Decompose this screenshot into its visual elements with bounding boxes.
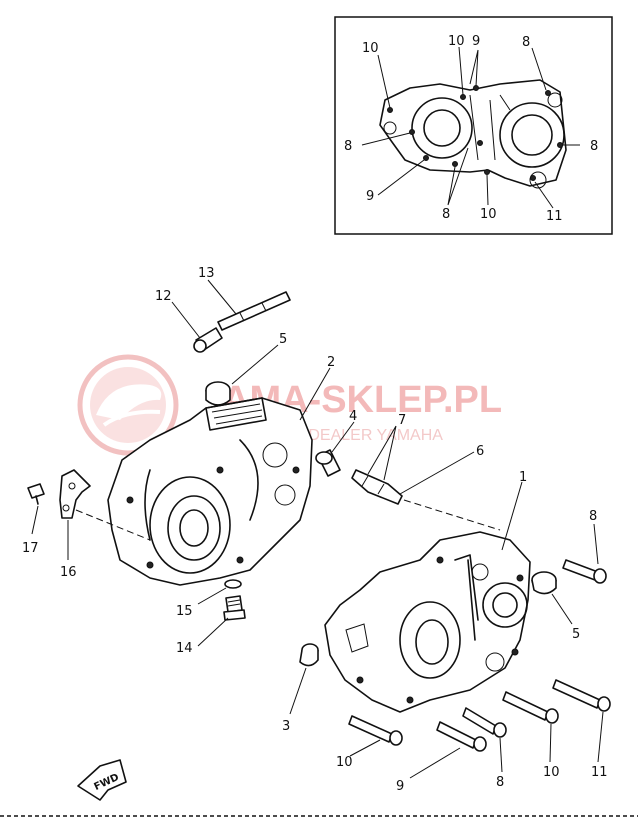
callout-label: 5 xyxy=(279,332,287,347)
callout-label: 5 xyxy=(572,627,580,642)
part-drain-plug-14 xyxy=(197,595,246,647)
inset-callout: 8 xyxy=(522,35,530,50)
callout-label: 8 xyxy=(496,775,504,790)
callout-label: 10 xyxy=(543,765,560,780)
part-bolt-8-upper xyxy=(562,523,607,584)
part-bolt-9 xyxy=(409,721,487,779)
inset-callout: 9 xyxy=(366,189,374,204)
callout-label: 16 xyxy=(60,565,77,580)
callout-label: 10 xyxy=(336,755,353,770)
part-hose xyxy=(207,279,291,331)
inset-panel: 10 10 9 8 8 8 9 8 10 11 xyxy=(334,16,613,235)
watermark-logo xyxy=(77,354,179,456)
part-pin-6 xyxy=(399,451,501,531)
part-right-crankcase xyxy=(324,481,531,713)
part-bolt-10-left xyxy=(348,715,403,757)
callout-label: 8 xyxy=(589,509,597,524)
inset-callout: 8 xyxy=(442,207,450,222)
part-bush-upper xyxy=(205,344,279,406)
part-bolt-8-lower xyxy=(462,707,507,773)
part-collar-4 xyxy=(315,421,355,477)
callout-label: 9 xyxy=(396,779,404,794)
inset-callout: 8 xyxy=(344,139,352,154)
inset-crankcase-drawing xyxy=(361,46,580,209)
inset-frame xyxy=(334,16,613,235)
part-bush-lower xyxy=(531,571,573,625)
part-elbow-fitting xyxy=(171,301,223,353)
part-bracket-16 xyxy=(59,469,151,560)
part-dowel-pins-7 xyxy=(351,425,403,505)
inset-callout: 10 xyxy=(362,41,379,56)
part-dowel-3 xyxy=(289,643,319,715)
callout-label: 15 xyxy=(176,604,193,619)
callout-label: 12 xyxy=(155,289,172,304)
inset-callout: 11 xyxy=(546,209,563,224)
inset-callout: 9 xyxy=(472,34,480,49)
part-bolt-10-right xyxy=(502,691,559,763)
callout-label: 2 xyxy=(327,355,335,370)
callout-label: 13 xyxy=(198,266,215,281)
callout-label: 3 xyxy=(282,719,290,734)
inset-callout: 10 xyxy=(480,207,497,222)
inset-callout: 10 xyxy=(448,34,465,49)
part-left-crankcase xyxy=(107,367,331,586)
callout-label: 17 xyxy=(22,541,39,556)
callout-labels: 13 12 5 2 4 7 6 1 8 5 17 16 15 14 3 10 9… xyxy=(22,266,608,794)
callout-label: 1 xyxy=(519,470,527,485)
callout-label: 4 xyxy=(349,409,357,424)
part-bolt-11 xyxy=(552,679,611,763)
part-washer-15 xyxy=(197,579,242,605)
callout-label: 14 xyxy=(176,641,193,656)
fwd-arrow-icon: FWD xyxy=(77,759,127,801)
callout-label: 6 xyxy=(476,444,484,459)
callout-label: 11 xyxy=(591,765,608,780)
inset-callout: 8 xyxy=(590,139,598,154)
part-bolt-17 xyxy=(27,483,45,535)
callout-label: 7 xyxy=(398,413,406,428)
